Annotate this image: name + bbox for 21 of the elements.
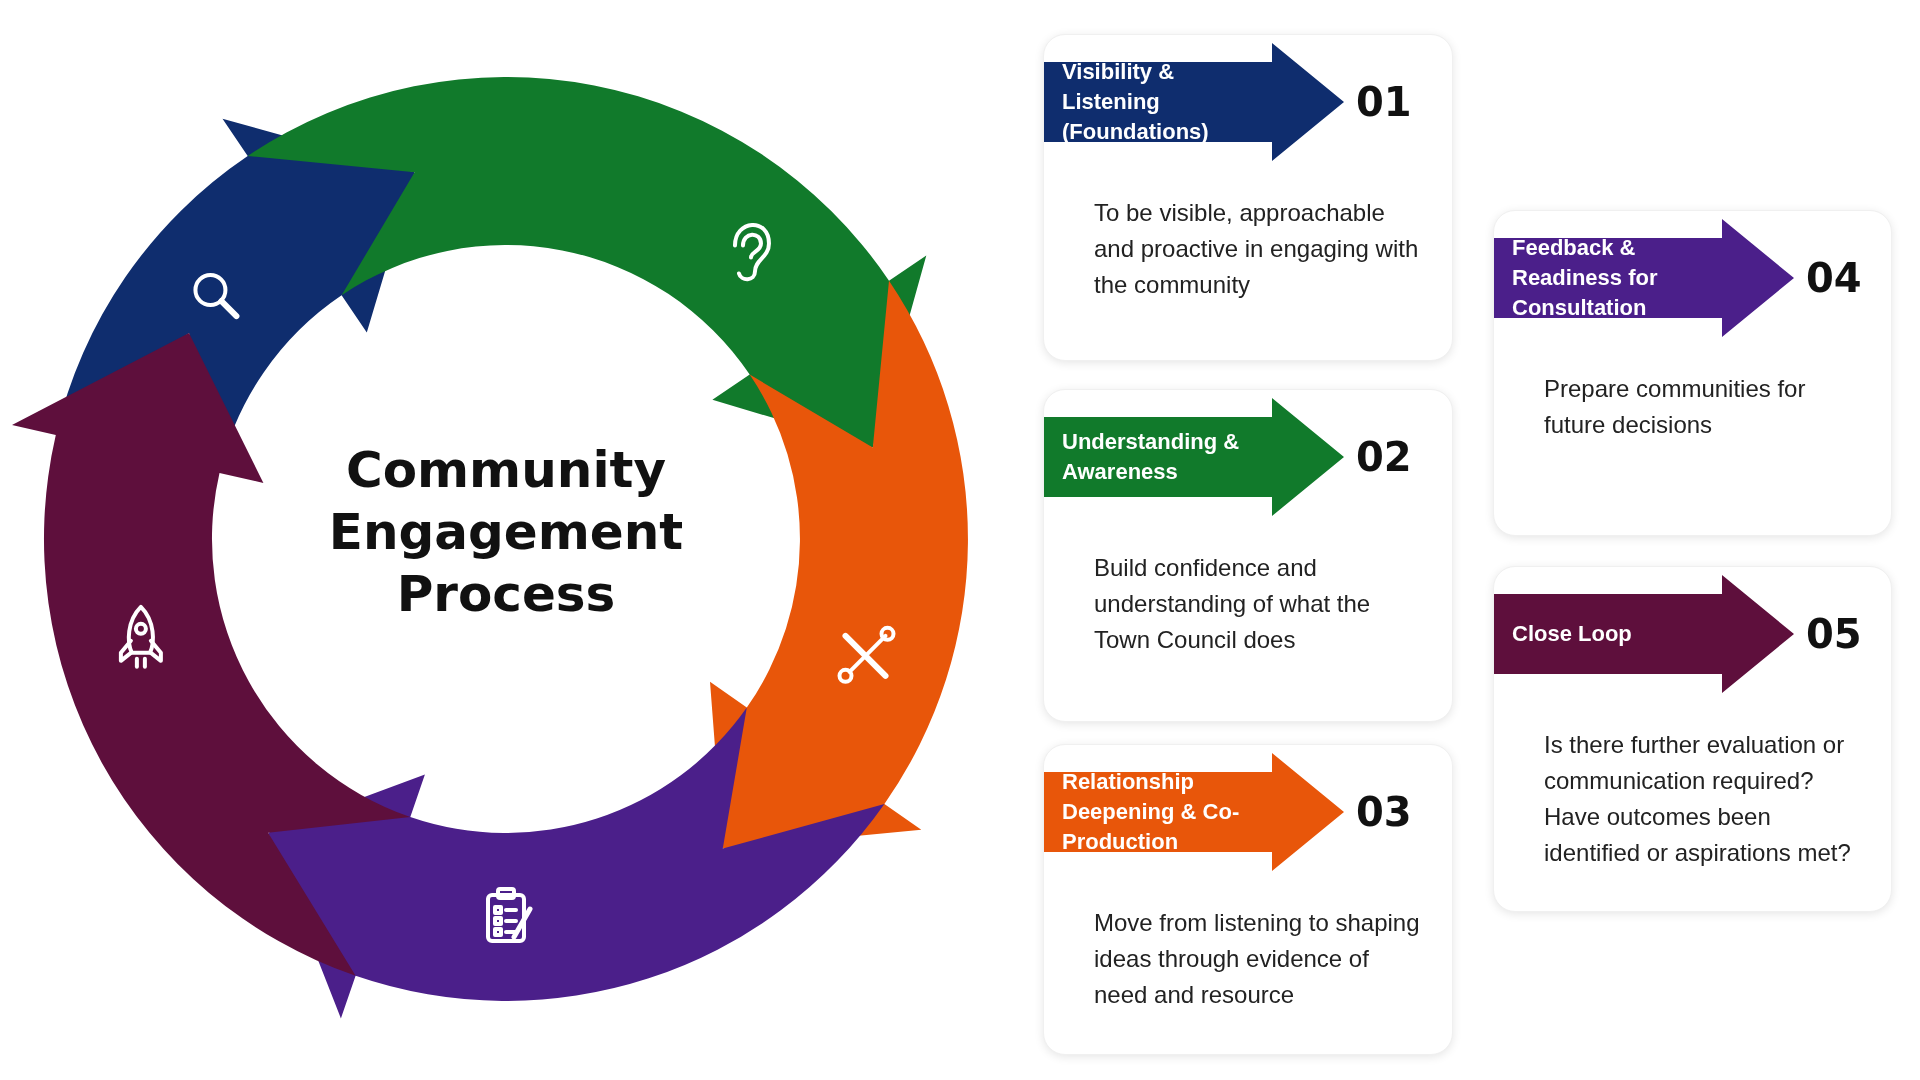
step-heading: Close Loop: [1494, 575, 1794, 693]
step-number: 03: [1356, 789, 1412, 835]
step-number: 05: [1806, 611, 1862, 657]
step-number: 04: [1806, 255, 1862, 301]
step-description: To be visible, approachable and proactive in engaging with the community: [1094, 198, 1420, 300]
step-heading: Visibility & Listening (Foundations): [1044, 43, 1344, 161]
step-card: [1493, 566, 1892, 912]
step-card: [1043, 744, 1453, 1055]
step-card: [1043, 34, 1453, 361]
step-description: Is there further evaluation or communication required? Have outcomes been identified or aspirations met?: [1544, 730, 1852, 868]
step-heading: Feedback & Readiness for Consultation: [1494, 219, 1794, 337]
step-description: Build confidence and understanding of what the Town Council does: [1094, 553, 1372, 655]
step-description: Prepare communities for future decisions: [1544, 374, 1807, 440]
step-number: 01: [1356, 79, 1412, 125]
title: Community Engagement Process: [327, 440, 685, 625]
step-heading: Understanding & Awareness: [1044, 398, 1344, 516]
step-card: [1493, 210, 1892, 536]
step-heading: Relationship Deepening & Co-Production: [1044, 753, 1344, 871]
step-description: Move from listening to shaping ideas through evidence of need and resource: [1094, 908, 1421, 1010]
step-number: 02: [1356, 434, 1412, 480]
step-card: [1043, 389, 1453, 722]
